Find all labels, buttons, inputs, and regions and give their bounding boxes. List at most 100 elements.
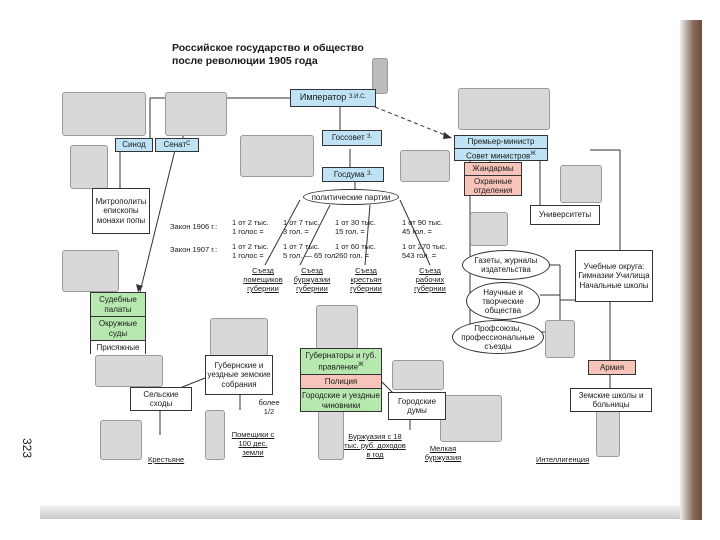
law-1906-col-1-b: 1 голос =	[232, 227, 264, 236]
book-spine	[680, 20, 702, 520]
congress-peasants: Съезд крестьян губернии	[350, 266, 382, 293]
gosduma-box: Госдума З.	[322, 167, 384, 182]
sinod-illustration	[62, 92, 146, 136]
law-1906-col-2-a: 1 от 7 тыс.	[283, 218, 320, 227]
law-1907-col-4: 1 от 270 тыс. 543 гол. =	[402, 242, 447, 260]
peasant-figure-bottom	[100, 420, 142, 460]
press-figures	[470, 212, 508, 246]
diagram-title: Российское государство и общество после …	[172, 42, 364, 68]
courts-box: Судебные палаты Окружные суды Присяжные	[90, 292, 146, 355]
selskie-skhody-label: Сельские сходы	[143, 389, 179, 409]
senat-label: Сенат	[163, 140, 187, 150]
law-1907-col-3-a: 1 от 60 тыс.	[335, 242, 376, 251]
court-illustration	[62, 250, 119, 292]
senat-sup: С	[186, 141, 191, 148]
law-1906-label: Закон 1906 г.:	[170, 222, 218, 231]
okr-sudy-label: Окружные суды	[91, 317, 145, 341]
governors-box: Губернаторы и губ. правлениеЖ Полиция Го…	[300, 348, 382, 412]
city-duma-illustration	[392, 360, 444, 390]
village-assemblies-box: Сельские сходы	[130, 387, 192, 411]
governor-figures	[316, 305, 358, 349]
gossovet-sup: З.	[366, 134, 373, 141]
title-line-1: Российское государство и общество	[172, 42, 364, 54]
petty-bourgeois-figures	[440, 395, 502, 442]
universitety-label: Университеты	[538, 210, 592, 220]
emperor-figure	[372, 58, 388, 94]
law-1906-col-1-a: 1 от 2 тыс.	[232, 218, 269, 227]
zemstvo-assemblies-box: Губернские и уездные земские собрания	[205, 355, 273, 395]
army-box: Армия	[588, 360, 636, 375]
law-1906-col-3: 1 от 30 тыс. 15 гол. =	[335, 218, 376, 236]
law-1907-col-3: 1 от 60 тыс. 260 гол. =	[335, 242, 376, 260]
clergy-figures	[70, 145, 108, 189]
page-bottom-edge	[40, 505, 680, 519]
zhandarmy-label: Жандармы	[465, 163, 521, 176]
law-1907-col-2-b: 5 гол. — 65 гол.	[283, 251, 338, 260]
armiya-label: Армия	[599, 362, 625, 372]
unions-ellipse: Профсоюзы, профессиональные съезды	[452, 320, 544, 354]
law-1906-col-3-a: 1 от 30 тыс.	[335, 218, 376, 227]
duma-illustration	[400, 150, 450, 182]
emperor-box: Император З.И.С.	[290, 89, 376, 107]
senate-illustration	[165, 92, 227, 136]
gub-sobraniya-label: Губернские и уездные земские собрания	[207, 360, 271, 389]
zemstvo-schools-box: Земские школы и больницы	[570, 388, 652, 412]
bourgeois-figure	[318, 410, 344, 460]
university-figure	[560, 165, 602, 203]
sovet-ministrov-label: Совет министров	[466, 151, 531, 161]
premier-label: Премьер-министр	[455, 136, 547, 149]
intelligentsia-label: Интеллигенция	[536, 455, 590, 464]
policiya-label: Полиция	[301, 374, 381, 390]
law-1906-col-4-a: 1 от 90 тыс.	[402, 218, 443, 227]
law-1906-col-3-b: 15 гол. =	[335, 227, 365, 236]
gossovet-box: Госсовет З.	[322, 130, 382, 146]
gosduma-sup: З.	[366, 170, 373, 177]
intelligentsia-figure	[596, 410, 620, 457]
school-districts-box: Учебные округа: Гимназии Училища Начальн…	[575, 250, 653, 302]
peasants-label: Крестьяне	[148, 455, 185, 464]
congress-landlords: Съезд помещиков губернии	[243, 266, 283, 293]
gubernatory-row: Губернаторы и губ. правлениеЖ	[301, 349, 381, 375]
sinod-box: Синод	[115, 138, 153, 152]
gazety-label: Газеты, журналы издательства	[474, 256, 538, 274]
title-line-2: после революции 1905 года	[172, 55, 318, 67]
gubernatory-sup: Ж	[358, 361, 364, 368]
clergy-box: Митрополиты епископы монахи попы	[92, 188, 150, 234]
gendarmes-box: Жандармы Охранные отделения	[464, 162, 522, 196]
law-1907-col-3-b: 260 гол. =	[335, 251, 370, 260]
universities-box: Университеты	[530, 205, 600, 225]
landlords-label: Помещики с 100 дес. земли	[231, 430, 275, 457]
societies-ellipse: Научные и творческие общества	[466, 282, 540, 320]
petty-bourgeoisie-label: Мелкая буржуазия	[424, 444, 462, 462]
law-1907-col-1: 1 от 2 тыс. 1 голос =	[232, 242, 269, 260]
law-1907-col-2-a: 1 от 7 тыс.	[283, 242, 320, 251]
okhrannye-label: Охранные отделения	[473, 176, 513, 196]
metropolity-label: Митрополиты епископы монахи попы	[95, 196, 147, 225]
zemstvo-illustration	[210, 318, 268, 356]
gorodskie-dumy-label: Городские думы	[397, 396, 437, 416]
sovet-sup: Ж	[530, 150, 536, 157]
bolee-label: более 1/2	[258, 398, 280, 416]
prisyazhnye-label: Присяжные	[91, 341, 145, 355]
army-figures	[545, 320, 575, 358]
emperor-sup: З.И.С.	[348, 94, 367, 101]
parties-label: политические партии	[311, 192, 391, 202]
gubernatory-label: Губернаторы и губ. правление	[305, 351, 377, 372]
gorodskie-chin-label: Городские и уездные чиновники	[302, 391, 380, 410]
gossovet-illustration	[240, 135, 314, 177]
law-1907-label: Закон 1907 г.:	[170, 245, 218, 254]
uchebnye-okruga-label: Учебные округа: Гимназии Училища Начальн…	[578, 261, 650, 290]
law-1907-col-4-b: 543 гол. =	[402, 251, 437, 260]
law-1906-col-4-b: 45 гол. =	[402, 227, 432, 236]
nauchnye-label: Научные и творческие общества	[482, 287, 524, 315]
gossovet-label: Госсовет	[331, 133, 365, 143]
sovet-ministrov-row: Совет министровЖ	[455, 149, 547, 162]
sud-palaty-label: Судебные палаты	[91, 293, 145, 317]
premier-box: Премьер-министр Совет министровЖ	[454, 135, 548, 161]
zemskie-shkoly-label: Земские школы и больницы	[578, 390, 644, 410]
law-1906-col-4: 1 от 90 тыс. 45 гол. =	[402, 218, 443, 236]
gosduma-label: Госдума	[333, 169, 365, 179]
bourgeoisie-label: Буржуазия с 18 тыс. руб. доходов в год	[344, 432, 406, 459]
